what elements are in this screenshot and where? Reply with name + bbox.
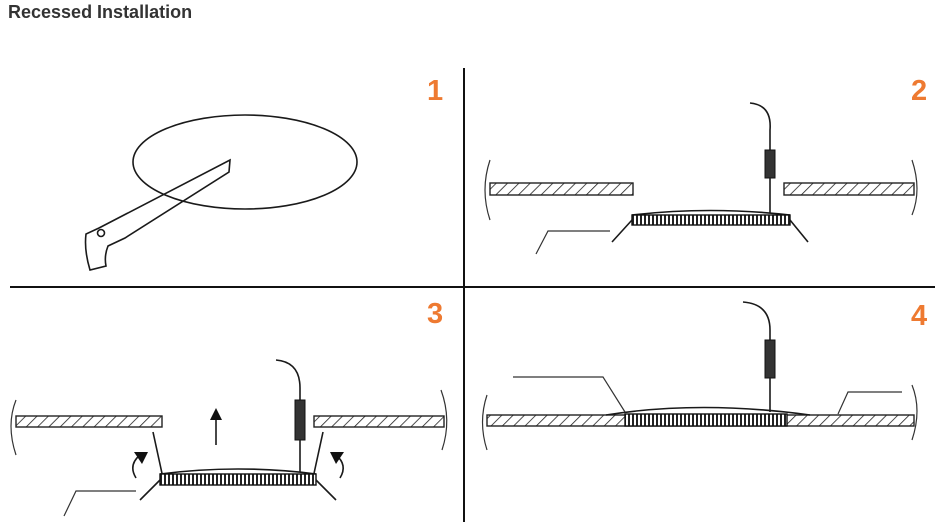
step-4-illustration — [481, 301, 918, 451]
led-panel — [631, 214, 791, 226]
step-2-number: 2 — [911, 75, 927, 107]
rotate-arrow-icon — [134, 452, 148, 464]
leader-line — [837, 391, 902, 415]
ceiling-right — [313, 415, 445, 428]
ceiling-hole-outline — [132, 114, 358, 210]
step-3-number: 3 — [427, 298, 443, 330]
power-cable — [742, 301, 771, 340]
knife-hole — [96, 228, 106, 238]
power-cable — [275, 359, 301, 400]
connector — [764, 149, 776, 179]
power-cable — [749, 102, 771, 150]
connector — [294, 399, 306, 441]
page-title: Recessed Installation — [8, 2, 193, 22]
ceiling-right — [783, 182, 915, 196]
ceiling-left — [489, 182, 634, 196]
step-1-number: 1 — [427, 75, 443, 107]
leader-line — [535, 230, 610, 255]
leader-line — [63, 490, 136, 517]
step-3-illustration — [10, 359, 448, 517]
knife — [84, 158, 231, 271]
step-2-illustration — [484, 102, 918, 255]
up-arrow-icon — [210, 408, 222, 420]
step-4-number: 4 — [911, 300, 927, 332]
leader-line — [513, 376, 626, 413]
led-panel — [159, 473, 317, 486]
rotate-arrow-icon — [330, 452, 344, 464]
connector — [764, 339, 776, 379]
led-panel — [624, 413, 788, 427]
step-1-illustration — [84, 114, 358, 271]
ceiling-left — [15, 415, 163, 428]
